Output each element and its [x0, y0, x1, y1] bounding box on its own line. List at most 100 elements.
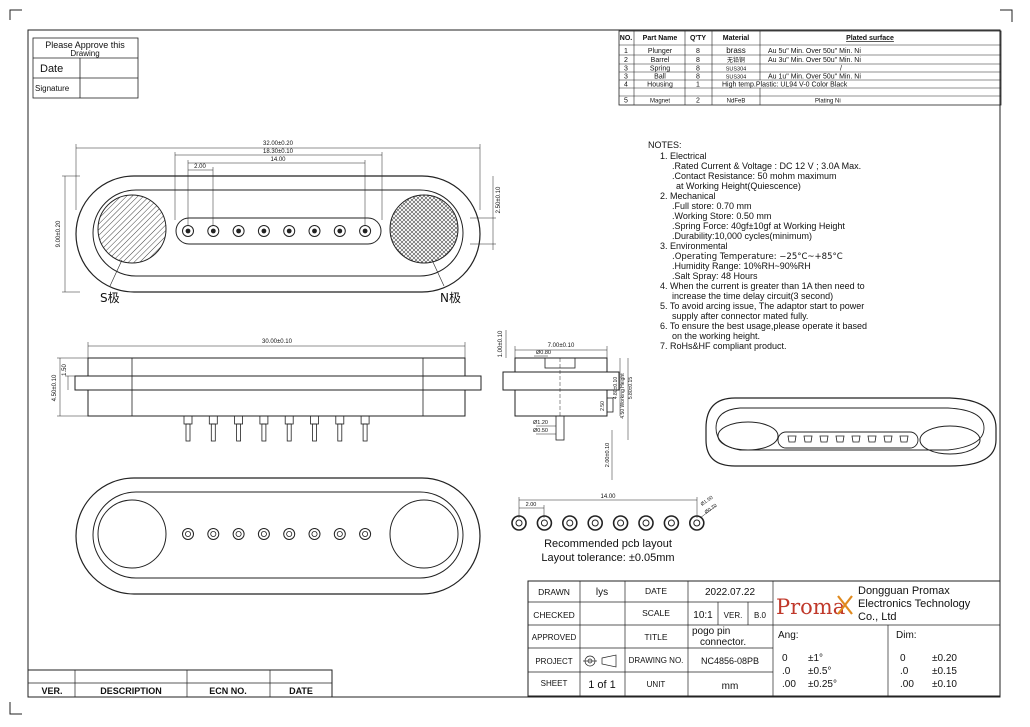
dim-overall: 32.00±0.20	[263, 141, 294, 147]
note-line: on the working height.	[672, 331, 760, 341]
note-line: .Rated Current & Voltage : DC 12 V ; 3.0…	[672, 161, 861, 171]
pin-leg	[312, 423, 317, 442]
pcb-pad	[536, 515, 553, 531]
pcb-pad	[587, 515, 604, 531]
dim-row-key: 0	[900, 653, 906, 664]
pin-inner	[210, 531, 217, 538]
iso-pin	[835, 435, 845, 443]
dim-pins: 14.00	[270, 157, 286, 163]
ang-row-val: ±1°	[808, 653, 823, 664]
note-line: 4. When the current is greater than 1A t…	[660, 281, 865, 291]
bom-cell: 8	[696, 57, 700, 64]
bom-cell: /	[840, 66, 842, 73]
notes-block: NOTES: 1. Electrical .Rated Current & Vo…	[648, 140, 867, 351]
tb-date-label: DATE	[645, 586, 667, 596]
pin-collar	[183, 415, 193, 425]
label-n-pole: N极	[440, 291, 461, 305]
bom-cell: Housing	[647, 82, 673, 89]
pcb-hole	[617, 519, 625, 527]
bom-cell: Magnet	[650, 99, 670, 105]
note-line: 3. Environmental	[660, 241, 728, 251]
dim-span: 18.30±0.10	[263, 149, 294, 155]
tb-dim-label: Dim:	[896, 630, 917, 641]
magnet-s	[97, 194, 167, 264]
tb-drawing-no-label: DRAWING NO.	[629, 656, 684, 665]
note-line: .Contact Resistance: 50 mohm maximum	[672, 171, 837, 181]
pin-inner	[336, 531, 343, 538]
title-block: DRAWN lys DATE 2022.07.22 CHECKED SCALE …	[527, 580, 1001, 697]
dim-row-key: .0	[900, 666, 909, 677]
pin-outer	[283, 528, 296, 540]
pin-inner	[286, 228, 292, 234]
note-line: .Salt Spray: 48 Hours	[672, 271, 758, 281]
pcb-hole	[667, 519, 675, 527]
note-line: .Humidity Range: 10%RH~90%RH	[672, 261, 811, 271]
bom-header-qty: Q'TY	[690, 35, 706, 42]
pin-outer	[308, 528, 321, 540]
bom-cell: SUS304	[726, 67, 747, 73]
pin-outer	[333, 225, 346, 237]
pin-inner	[362, 531, 369, 538]
pin-inner	[261, 228, 267, 234]
pin-leg	[261, 423, 267, 442]
pin-leg	[236, 423, 242, 442]
corner-marks	[9, 9, 1013, 715]
pcb-hole	[591, 519, 599, 527]
ang-row-val: ±0.5°	[808, 666, 831, 677]
bom-cell: 8	[696, 48, 700, 55]
bom-cell: brass	[726, 46, 746, 55]
pcb-pad	[638, 515, 654, 531]
note-line: supply after connector mated fully.	[672, 311, 808, 321]
bom-cell: Barrel	[651, 57, 670, 64]
pcb-hole	[642, 519, 650, 527]
pin-outer	[359, 225, 372, 237]
pin-outer	[232, 528, 245, 540]
ang-row-key: .00	[782, 679, 796, 690]
dim-row-val: ±0.10	[932, 679, 957, 690]
pin-outer	[207, 225, 220, 237]
approve-signature-label: Signature	[35, 84, 70, 93]
pin-outer	[207, 528, 220, 540]
iso-pin	[819, 435, 829, 443]
note-line: .Full store: 0.70 mm	[672, 201, 752, 211]
tb-ver-value: B.0	[754, 611, 767, 620]
pin-leg	[286, 423, 292, 442]
note-line: .Durability:10,000 cycles(minimum)	[672, 231, 812, 241]
pcb-pad	[511, 515, 527, 531]
end-dim-b: 4.50 Working Height	[620, 373, 626, 419]
bottom-pin-row	[182, 528, 372, 540]
pin-inner	[236, 228, 242, 234]
tb-approved-label: APPROVED	[532, 633, 577, 642]
dim-height: 9.00±0.20	[56, 220, 62, 247]
note-line: .Operating Temperature: −25°C~+85°C	[672, 252, 843, 262]
pin-outer	[359, 528, 372, 540]
pcb-hole	[540, 519, 548, 527]
tb-checked-label: CHECKED	[533, 610, 575, 620]
bom-cell: Ball	[654, 74, 666, 81]
iso-pin	[867, 435, 877, 443]
tb-drawing-no-value: NC4856-08PB	[701, 656, 759, 666]
bom-cell: 3	[624, 66, 628, 73]
approve-title-2: Drawing	[70, 49, 99, 58]
projection-symbol-icon	[583, 654, 617, 668]
company-line-2: Electronics Technology	[858, 598, 971, 610]
pin-collar	[284, 415, 294, 425]
pin-outer	[182, 528, 194, 540]
pin-outer	[308, 225, 321, 237]
pin-inner	[184, 531, 191, 538]
bom-cell: 2	[696, 98, 700, 105]
pin-inner	[337, 228, 343, 234]
label-s-pole: S极	[100, 291, 120, 305]
pin-leg	[337, 423, 343, 442]
approve-date-label: Date	[40, 63, 63, 75]
pin-collar	[335, 415, 345, 425]
pin-inner	[210, 228, 216, 234]
notes-title: NOTES:	[648, 140, 682, 150]
tb-title-label: TITLE	[644, 632, 667, 642]
bom-cell: Plating Ni	[815, 99, 841, 105]
logo-x-icon	[837, 595, 853, 615]
pin-inner	[311, 531, 318, 538]
end-dim-inner: Ø0.80	[536, 350, 551, 356]
rev-description-header: DESCRIPTION	[100, 686, 162, 696]
pin-legs	[183, 415, 370, 442]
